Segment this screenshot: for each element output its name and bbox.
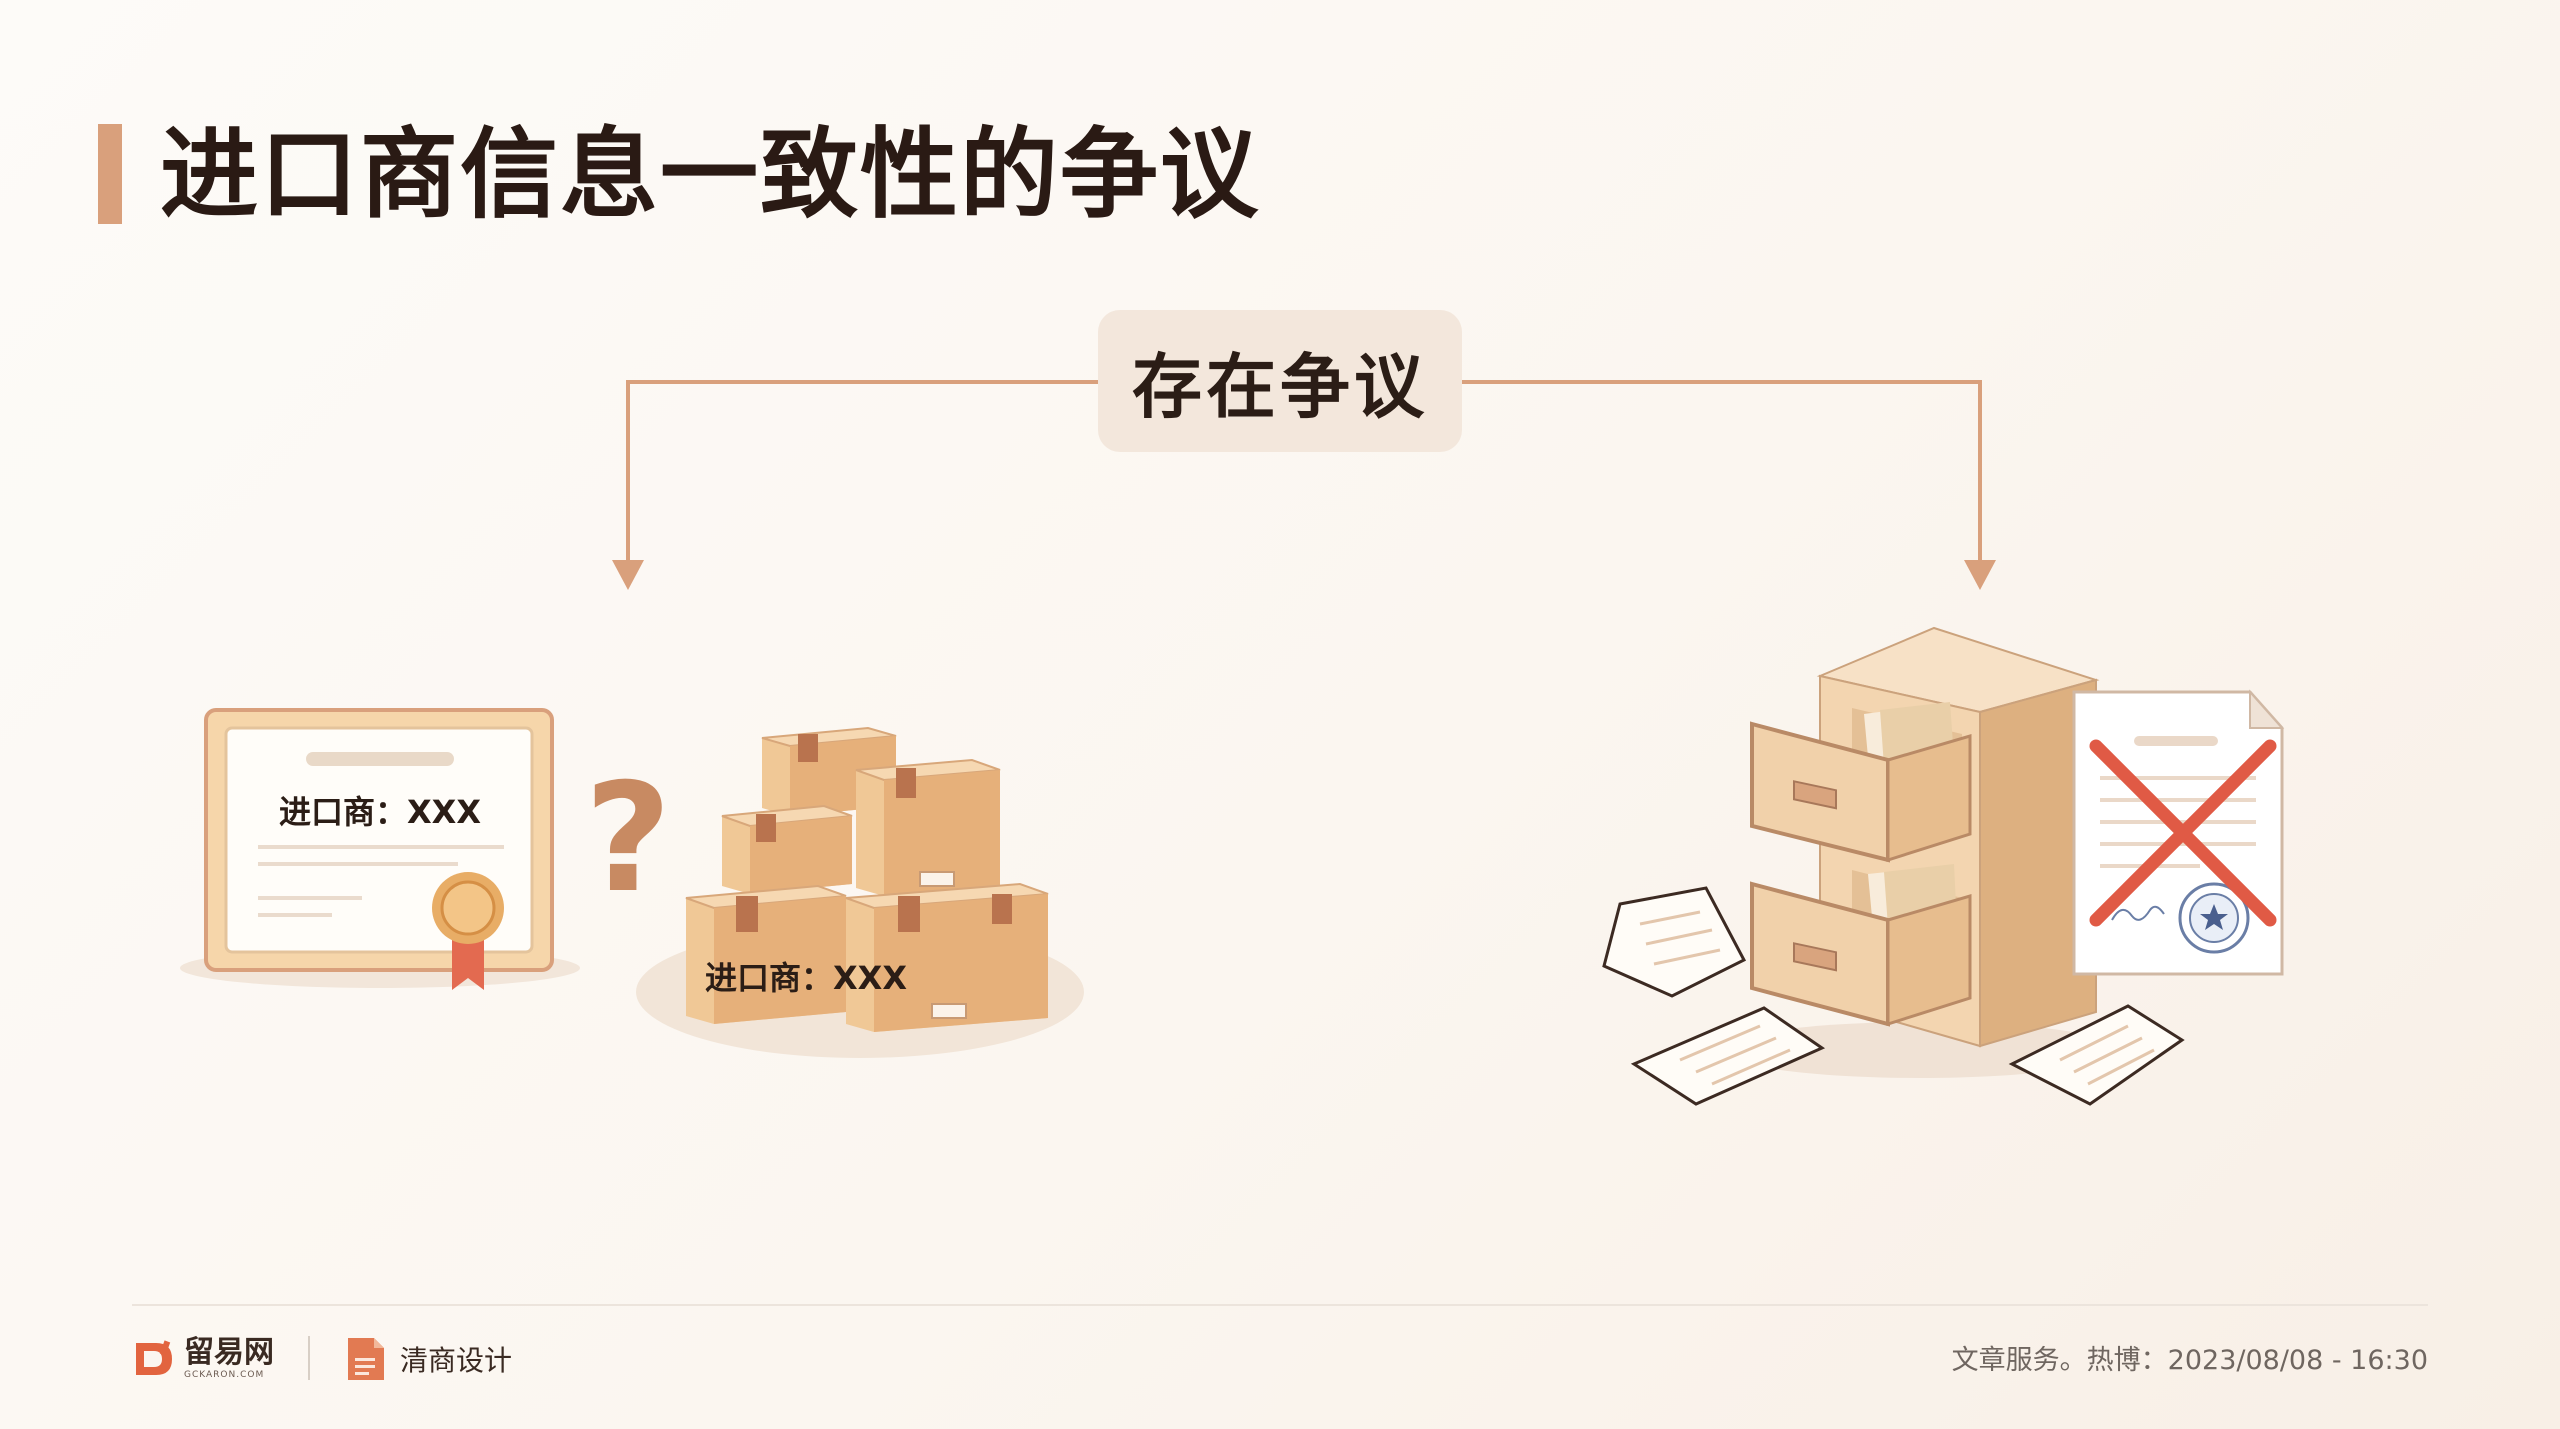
page-title: 进口商信息一致性的争议 — [160, 118, 1261, 232]
title-accent-bar — [98, 124, 122, 224]
dispute-label-pill: 存在争议 — [1098, 310, 1462, 452]
boxes-icon: 进口商：XXX — [636, 726, 1084, 1058]
rejected-document-icon — [2072, 689, 2285, 976]
brand-logo-icon — [136, 1340, 172, 1375]
papers-icon — [1602, 886, 2185, 1106]
question-mark: ? — [584, 752, 671, 926]
brand-domain: GCKARON.COM — [184, 1370, 265, 1380]
arrow-left — [626, 380, 1098, 570]
arrow-left-head — [612, 560, 644, 590]
brand2-name: 清商设计 — [400, 1344, 513, 1377]
document-icon — [348, 1338, 384, 1380]
certificate-icon: 进口商：XXX — [180, 708, 580, 990]
brand-logo-primary[interactable]: 留易网 GCKARON.COM — [132, 1334, 274, 1384]
box-label: 进口商：XXX — [705, 959, 907, 997]
dispute-label: 存在争议 — [1132, 345, 1428, 428]
footer-brand-divider — [308, 1336, 310, 1380]
footer-divider-line — [132, 1304, 2428, 1306]
arrow-right-head — [1964, 560, 1996, 590]
brand-name: 留易网 — [184, 1335, 274, 1370]
footer-timestamp: 文章服务。热博：2023/08/08 - 16:30 — [1951, 1345, 2428, 1376]
brand-logo-secondary[interactable]: 清商设计 — [346, 1334, 512, 1384]
certificate-label: 进口商：XXX — [279, 793, 481, 831]
arrow-right — [1462, 380, 1982, 570]
filing-cabinet-icon — [1720, 626, 2120, 1078]
